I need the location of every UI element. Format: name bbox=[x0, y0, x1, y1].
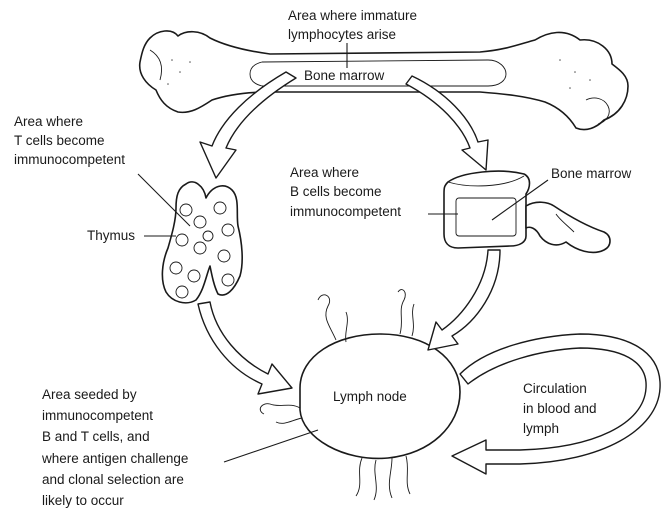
label-bone-marrow-right: Bone marrow bbox=[551, 166, 632, 181]
label-circulation-line3: lymph bbox=[523, 421, 559, 436]
label-seeded-line4: where antigen challenge bbox=[41, 451, 188, 466]
label-thymus: Thymus bbox=[87, 228, 135, 243]
label-lymph-node: Lymph node bbox=[333, 389, 407, 404]
label-b-cells-line2: B cells become bbox=[290, 184, 382, 199]
label-seeded-line2: immunocompetent bbox=[42, 408, 153, 423]
label-seeded-line1: Area seeded by bbox=[42, 387, 137, 402]
label-circulation-line2: in blood and bbox=[523, 401, 597, 416]
label-b-cells-line1: Area where bbox=[290, 165, 359, 180]
label-b-cells-line3: immunocompetent bbox=[290, 204, 401, 219]
label-immature-line1: Area where immature bbox=[288, 8, 417, 23]
arrow-b-site-to-lymph-node bbox=[428, 250, 500, 350]
bone-marrow-section-drawing bbox=[444, 171, 610, 252]
label-t-cells-line2: T cells become bbox=[14, 133, 105, 148]
label-t-cells-line1: Area where bbox=[14, 114, 83, 129]
label-circulation-line1: Circulation bbox=[523, 381, 587, 396]
label-immature-line2: lymphocytes arise bbox=[288, 27, 396, 42]
label-seeded-line5: and clonal selection are bbox=[42, 472, 184, 487]
label-t-cells-line3: immunocompetent bbox=[14, 152, 125, 167]
label-seeded-line3: B and T cells, and bbox=[42, 429, 150, 444]
label-bone-marrow-top: Bone marrow bbox=[304, 68, 385, 83]
label-seeded-line6: likely to occur bbox=[42, 493, 124, 508]
thymus-drawing bbox=[162, 182, 242, 303]
arrow-thymus-to-lymph-node bbox=[198, 302, 292, 394]
